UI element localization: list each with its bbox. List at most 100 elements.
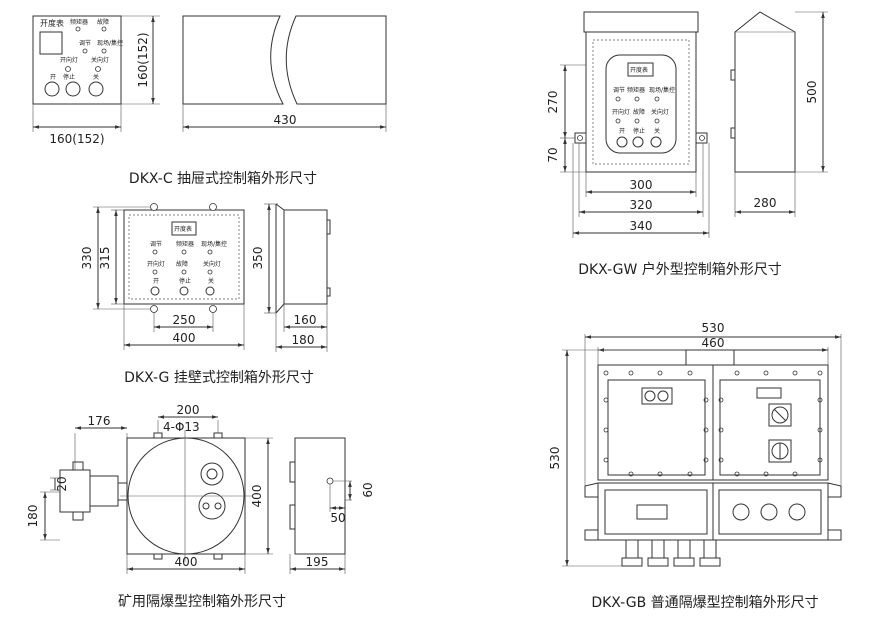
dim-m-holes: 4-Φ13 — [163, 420, 200, 434]
button-icon — [150, 286, 160, 296]
button-icon — [88, 81, 104, 97]
dim-c-width: 160(152) — [49, 132, 104, 146]
meter-label: 开度表 — [174, 225, 192, 233]
lamp-icon — [65, 66, 71, 72]
meter-label: 开度表 — [40, 18, 64, 28]
button-icon — [632, 136, 644, 148]
adjust-label: 调节 — [150, 240, 162, 248]
local-remote-label: 现场/集控 — [649, 86, 675, 94]
lamp-icon — [101, 48, 107, 54]
lamp-icon — [101, 26, 107, 32]
dim-g-250: 250 — [173, 313, 196, 327]
close-button-label: 关 — [208, 277, 214, 285]
open-lamp-label: 开向灯 — [147, 260, 165, 268]
drawing-mining-explosion-proof: 176 200 4-Φ13 20 180 40 — [26, 403, 375, 610]
close-button-label: 关 — [654, 127, 660, 135]
close-button-label: 关 — [93, 73, 99, 81]
close-lamp-label: 关向灯 — [651, 108, 669, 116]
dim-m-400h: 400 — [250, 485, 264, 508]
drawing-dkx-g: 开度表 调节 频矩器 现场/集控 开向灯 故障 关向灯 开 停止 关 330 3… — [80, 203, 331, 386]
drawing-dkx-c: 开度表 频矩器 故障 调节 现场/集控 开向灯 关向灯 开 停止 关 160(1… — [32, 15, 387, 187]
dim-gw-300: 300 — [630, 178, 653, 192]
lamp-icon — [95, 66, 101, 72]
dim-g-400: 400 — [173, 331, 196, 345]
caption-mining: 矿用隔爆型控制箱外形尺寸 — [118, 594, 286, 610]
button-icon — [205, 286, 215, 296]
dim-gw-340: 340 — [630, 219, 653, 233]
open-button-label: 开 — [50, 74, 56, 81]
button-icon — [65, 81, 81, 97]
gb-right-cover — [719, 379, 821, 476]
torque-label: 频矩器 — [176, 240, 194, 248]
dim-c-height: 160(152) — [136, 32, 150, 87]
caption-dkx-g: DKX-G 挂壁式控制箱外形尺寸 — [124, 370, 314, 386]
dim-c-depth: 430 — [274, 113, 297, 127]
dim-gb-530h: 530 — [548, 447, 562, 470]
open-button-label: 开 — [153, 278, 159, 285]
dim-gb-530w: 530 — [702, 321, 725, 335]
dim-gw-500: 500 — [805, 81, 819, 104]
dim-gw-280: 280 — [754, 196, 777, 210]
dim-m-60: 60 — [361, 482, 375, 497]
dim-m-180: 180 — [26, 505, 40, 528]
dkx-c-front-panel — [32, 15, 122, 105]
stop-button-label: 停止 — [63, 73, 75, 81]
mine-side-view — [294, 437, 346, 555]
open-lamp-label: 开向灯 — [60, 56, 78, 64]
dim-g-330: 330 — [80, 247, 94, 270]
stop-button-label: 停止 — [179, 277, 191, 285]
torque-label: 频矩器 — [70, 18, 88, 26]
dkx-c-side-right — [285, 15, 387, 105]
gw-mount-ear-right — [695, 132, 708, 144]
caption-dkx-c: DKX-C 抽屉式控制箱外形尺寸 — [129, 171, 317, 187]
open-button-label: 开 — [619, 128, 625, 135]
drawing-dkx-gb: 530 460 530 DKX-GB 普通隔爆型控制箱外形尺寸 — [548, 321, 842, 611]
dim-m-200: 200 — [177, 403, 200, 417]
stop-button-label: 停止 — [633, 127, 645, 135]
adjust-label: 调节 — [79, 39, 91, 47]
dim-g-160: 160 — [294, 313, 317, 327]
lamp-icon — [75, 26, 81, 32]
dim-m-400w: 400 — [175, 555, 198, 569]
dim-m-20: 20 — [55, 476, 69, 491]
button-icon — [650, 136, 662, 148]
dim-g-315: 315 — [98, 247, 112, 270]
local-remote-label: 现场/集控 — [201, 240, 227, 248]
close-lamp-label: 关向灯 — [91, 56, 109, 64]
dkx-c-side-left — [182, 15, 284, 105]
gw-body — [585, 31, 697, 173]
dim-gw-70: 70 — [546, 147, 560, 162]
fault-label: 故障 — [97, 18, 109, 26]
dim-gw-320: 320 — [630, 198, 653, 212]
fault-label: 故障 — [633, 108, 645, 116]
meter-window — [171, 221, 197, 236]
dim-gb-460: 460 — [702, 336, 725, 350]
gw-control-panel — [605, 54, 677, 154]
caption-dkx-gw: DKX-GW 户外型控制箱外形尺寸 — [578, 261, 782, 278]
dim-m-195: 195 — [306, 555, 329, 569]
dim-m-176: 176 — [88, 414, 111, 428]
open-lamp-label: 开向灯 — [612, 108, 630, 116]
meter-label: 开度表 — [630, 66, 648, 74]
lamp-icon — [82, 48, 88, 54]
button-icon — [616, 136, 628, 148]
caption-dkx-gb: DKX-GB 普通隔爆型控制箱外形尺寸 — [591, 595, 818, 611]
adjust-label: 调节 — [613, 86, 625, 94]
gb-left-cover — [607, 379, 706, 476]
button-icon — [44, 81, 60, 97]
button-icon — [179, 286, 189, 296]
gw-roof — [583, 11, 699, 33]
meter-window — [627, 62, 654, 77]
gb-top-lug — [685, 349, 735, 366]
gw-side-view — [734, 11, 796, 173]
g-side-view — [283, 209, 328, 305]
dim-gw-270: 270 — [546, 91, 560, 114]
torque-label: 频矩器 — [627, 86, 645, 94]
g-body — [123, 209, 245, 305]
dim-g-350: 350 — [251, 247, 265, 270]
dim-g-180: 180 — [292, 333, 315, 347]
meter-window — [39, 31, 63, 55]
local-remote-label: 现场/集控 — [97, 39, 123, 47]
fault-label: 故障 — [176, 260, 188, 268]
